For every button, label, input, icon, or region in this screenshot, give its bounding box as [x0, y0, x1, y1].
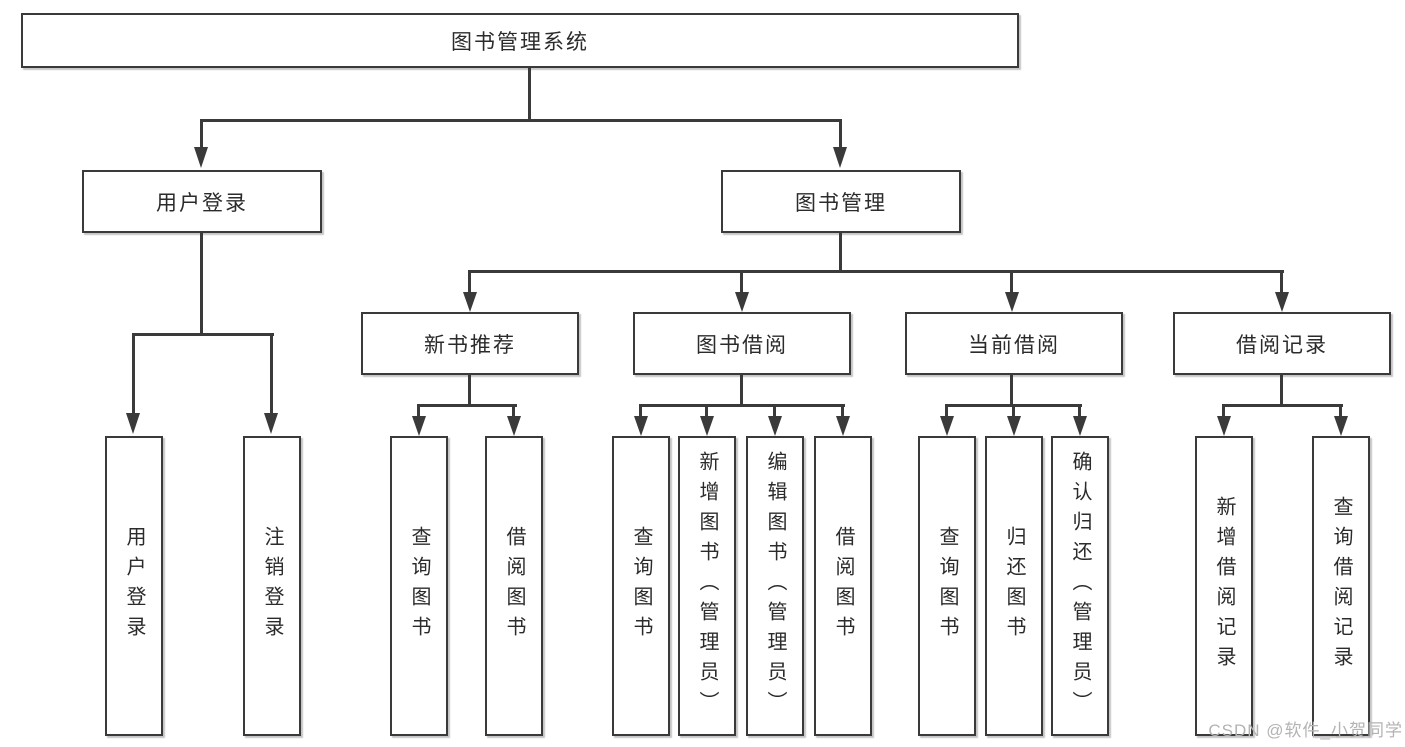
- node-label: 编辑图书（管理员）: [764, 451, 786, 721]
- connector-line: [200, 232, 203, 336]
- arrow-down-icon: [1334, 416, 1348, 436]
- csdn-watermark: CSDN @软件_小贺同学: [1208, 721, 1403, 740]
- arrow-down-icon: [412, 416, 426, 436]
- arrow-down-icon: [126, 413, 140, 434]
- node-return-books: 归还图书: [985, 436, 1043, 736]
- node-query-books-recommend: 查询图书: [390, 436, 448, 736]
- node-query-books-current: 查询图书: [918, 436, 976, 736]
- node-label: 图书管理系统: [451, 30, 589, 54]
- arrow-down-icon: [264, 413, 278, 434]
- node-label: 查询借阅记录: [1330, 496, 1352, 676]
- node-edit-books-admin: 编辑图书（管理员）: [746, 436, 804, 736]
- node-borrow-books-recommend: 借阅图书: [485, 436, 543, 736]
- node-label: 查询图书: [408, 526, 430, 646]
- node-label: 确认归还（管理员）: [1069, 451, 1091, 721]
- node-current-borrowing: 当前借阅: [905, 312, 1123, 375]
- connector-line: [945, 404, 948, 416]
- connector-line: [1339, 404, 1342, 416]
- connector-line: [417, 404, 420, 416]
- connector-line: [200, 119, 203, 147]
- node-borrow-books-borrowing: 借阅图书: [814, 436, 872, 736]
- node-book-management: 图书管理: [721, 170, 961, 233]
- node-label: 当前借阅: [968, 333, 1060, 357]
- node-logout-action: 注销登录: [243, 436, 301, 736]
- node-user-login-action: 用户登录: [105, 436, 163, 736]
- node-label: 用户登录: [156, 191, 248, 215]
- connector-line: [839, 232, 842, 273]
- connector-line: [740, 374, 743, 407]
- node-label: 查询图书: [630, 526, 652, 646]
- arrow-down-icon: [1073, 416, 1087, 436]
- arrow-down-icon: [634, 416, 648, 436]
- connector-line: [705, 404, 708, 416]
- node-label: 归还图书: [1003, 526, 1025, 646]
- arrow-down-icon: [940, 416, 954, 436]
- node-label: 借阅图书: [832, 526, 854, 646]
- node-add-borrow-record: 新增借阅记录: [1195, 436, 1253, 736]
- connector-line: [740, 270, 743, 292]
- arrow-down-icon: [1005, 292, 1019, 312]
- connector-line: [1012, 404, 1015, 416]
- connector-line: [1280, 270, 1283, 292]
- node-book-borrowing: 图书借阅: [633, 312, 851, 375]
- connector-line: [639, 404, 845, 407]
- connector-line: [1010, 270, 1013, 292]
- node-add-books-admin: 新增图书（管理员）: [678, 436, 736, 736]
- connector-line: [468, 270, 471, 292]
- connector-line: [528, 67, 531, 120]
- connector-line: [1222, 404, 1225, 416]
- arrow-down-icon: [735, 292, 749, 312]
- node-label: 借阅记录: [1236, 333, 1328, 357]
- node-label: 借阅图书: [503, 526, 525, 646]
- arrow-down-icon: [836, 416, 850, 436]
- connector-line: [639, 404, 642, 416]
- connector-line: [468, 270, 1284, 273]
- node-new-book-recommend: 新书推荐: [361, 312, 579, 375]
- node-query-borrow-record: 查询借阅记录: [1312, 436, 1370, 736]
- connector-line: [773, 404, 776, 416]
- arrow-down-icon: [1217, 416, 1231, 436]
- connector-line: [270, 333, 273, 413]
- node-label: 查询图书: [936, 526, 958, 646]
- connector-line: [1010, 374, 1013, 407]
- arrow-down-icon: [1275, 292, 1289, 312]
- node-label: 图书管理: [795, 191, 887, 215]
- node-label: 新增图书（管理员）: [696, 451, 718, 721]
- connector-line: [841, 404, 844, 416]
- node-label: 注销登录: [261, 526, 283, 646]
- arrow-down-icon: [700, 416, 714, 436]
- node-label: 新增借阅记录: [1213, 496, 1235, 676]
- connector-line: [132, 333, 274, 336]
- connector-line: [1078, 404, 1081, 416]
- connector-line: [1280, 374, 1283, 407]
- node-confirm-return-admin: 确认归还（管理员）: [1051, 436, 1109, 736]
- node-borrow-records: 借阅记录: [1173, 312, 1391, 375]
- arrow-down-icon: [833, 147, 847, 168]
- arrow-down-icon: [768, 416, 782, 436]
- node-label: 新书推荐: [424, 333, 516, 357]
- connector-line: [512, 404, 515, 416]
- connector-line: [1222, 404, 1343, 407]
- connector-line: [417, 404, 517, 407]
- connector-line: [839, 119, 842, 147]
- connector-line: [132, 333, 135, 413]
- node-user-login: 用户登录: [82, 170, 322, 233]
- connector-line: [468, 374, 471, 407]
- arrow-down-icon: [507, 416, 521, 436]
- node-label: 图书借阅: [696, 333, 788, 357]
- node-label: 用户登录: [123, 526, 145, 646]
- node-root: 图书管理系统: [21, 13, 1019, 68]
- arrow-down-icon: [1007, 416, 1021, 436]
- connector-line: [200, 119, 842, 122]
- arrow-down-icon: [194, 147, 208, 168]
- node-query-books-borrowing: 查询图书: [612, 436, 670, 736]
- arrow-down-icon: [463, 292, 477, 312]
